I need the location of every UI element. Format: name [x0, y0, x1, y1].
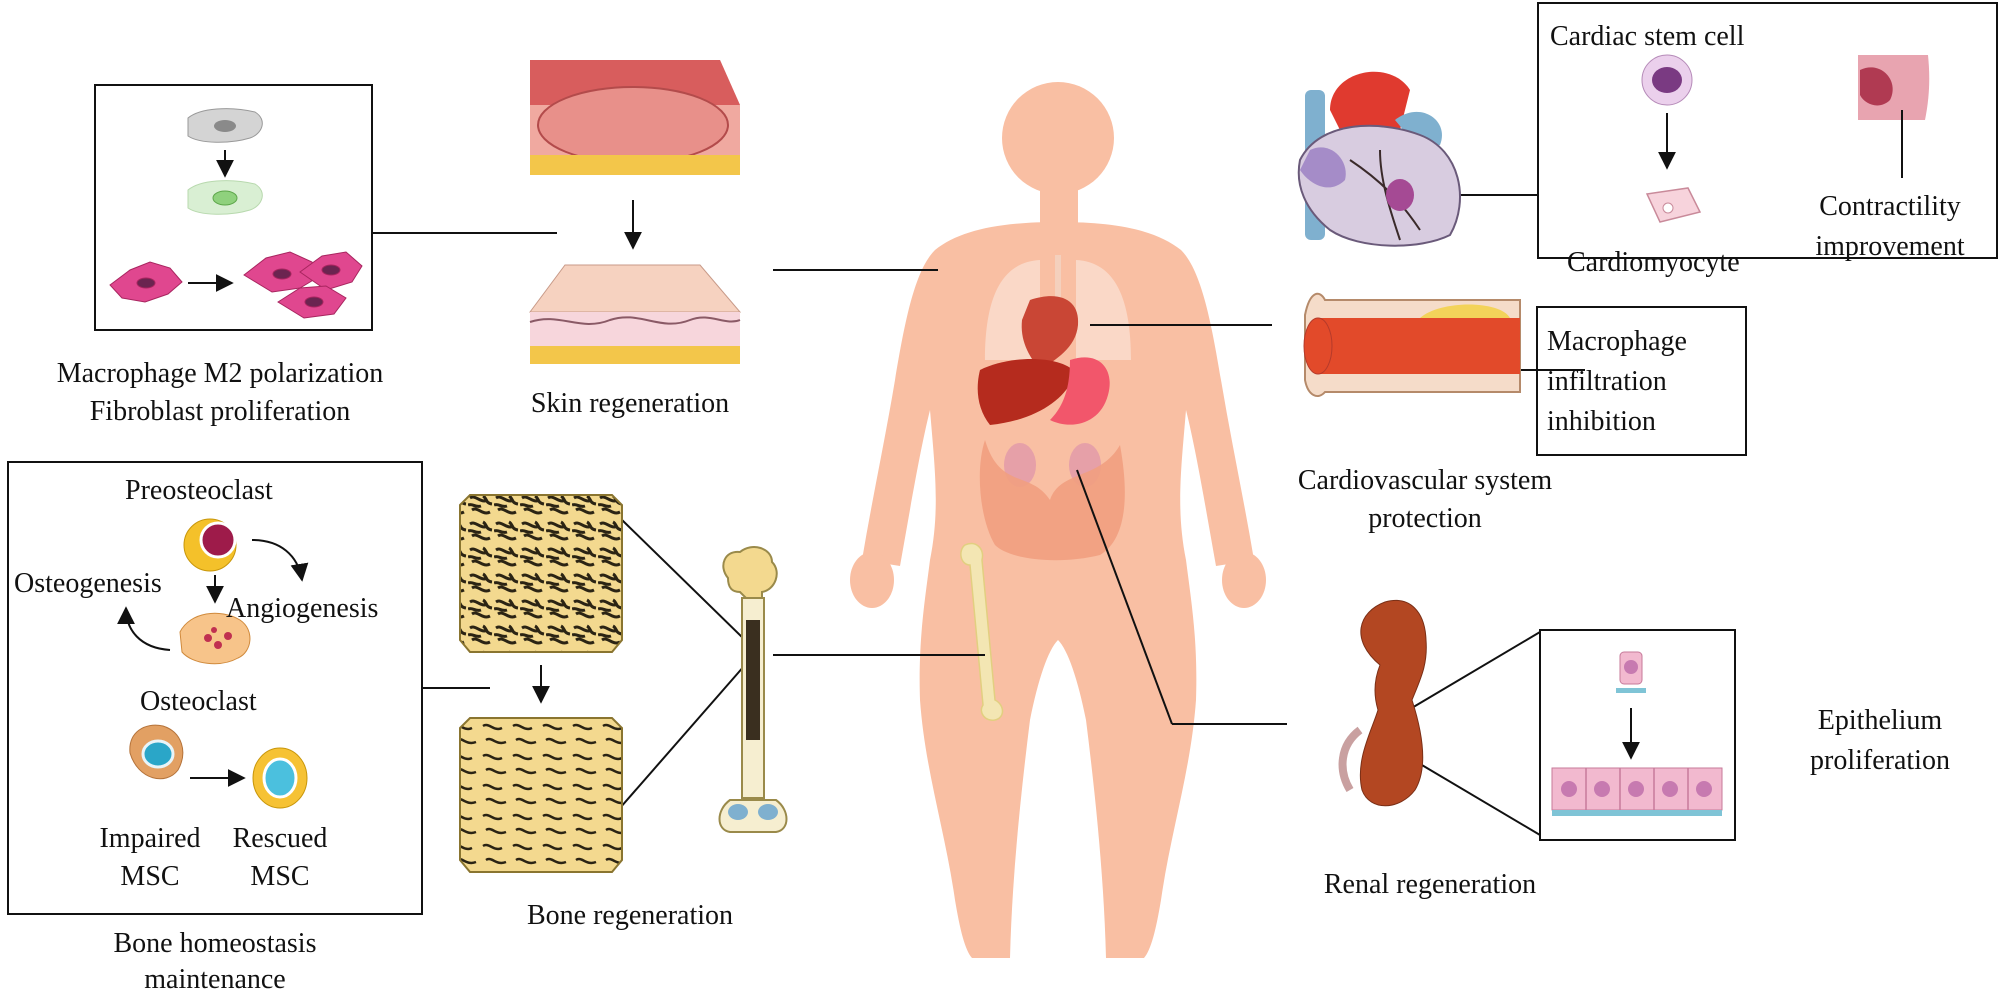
lungs — [985, 260, 1131, 360]
label-fibroblast-proliferation: Fibroblast proliferation — [89, 396, 351, 427]
label-impaired: Impaired — [99, 823, 201, 854]
label-macrophage-infiltration-2: infiltration — [1547, 366, 1667, 397]
label-epithelium-1: Epithelium — [1817, 705, 1943, 736]
label-bone-homeostasis-2: maintenance — [144, 964, 286, 995]
bone-scaffold-before — [459, 494, 623, 653]
connector-lines — [372, 194, 1585, 836]
label-contractility: Contractility — [1819, 191, 1961, 222]
macrophage-cells — [187, 108, 263, 215]
epithelium-panel — [1539, 629, 1736, 841]
label-cardiovascular-1: Cardiovascular system — [1297, 465, 1553, 496]
artery-illustration — [1303, 292, 1521, 397]
human-body — [850, 82, 1266, 958]
label-osteogenesis: Osteogenesis — [14, 568, 162, 599]
preosteoclast-cell — [183, 518, 237, 572]
label-cardiac-stem-cell: Cardiac stem cell — [1550, 21, 1745, 52]
label-macrophage-m2: Macrophage M2 polarization — [56, 358, 384, 389]
label-bone-regeneration: Bone regeneration — [526, 900, 734, 931]
body-torso — [862, 222, 1254, 958]
label-macrophage-infiltration-3: inhibition — [1547, 406, 1656, 437]
rescued-msc-cell — [252, 747, 308, 809]
body-neck — [1040, 186, 1078, 226]
label-preosteoclast: Preosteoclast — [125, 475, 273, 506]
macrophage-infiltration-panel — [1536, 306, 1747, 456]
kidney-illustration — [1338, 600, 1427, 807]
label-angiogenesis: Angiogenesis — [226, 593, 379, 624]
label-cardiovascular-2: protection — [1368, 503, 1482, 534]
epithelial-monolayer — [1551, 767, 1723, 816]
label-epithelium-2: proliferation — [1810, 745, 1950, 776]
organ-stomach — [1050, 357, 1110, 425]
heart-illustration — [1297, 71, 1461, 247]
bone-scaffold-after — [459, 717, 623, 873]
organ-heart — [1021, 296, 1079, 370]
heart-wall-detail — [1858, 55, 1930, 178]
organ-liver — [977, 358, 1075, 425]
body-right-hand — [1222, 552, 1266, 608]
label-osteoclast: Osteoclast — [140, 686, 257, 717]
osteoclast-cell — [179, 612, 251, 665]
body-left-hand — [850, 552, 894, 608]
label-macrophage-infiltration-1: Macrophage — [1547, 326, 1687, 357]
label-skin-regeneration: Skin regeneration — [530, 388, 730, 419]
label-rescued-msc: MSC — [250, 861, 310, 892]
label-renal-regeneration: Renal regeneration — [1323, 869, 1537, 900]
impaired-msc-cell — [129, 724, 184, 780]
label-bone-homeostasis-1: Bone homeostasis — [113, 928, 317, 959]
organ-intestines — [979, 440, 1125, 561]
cardiac-panel — [1537, 2, 1998, 259]
label-rescued: Rescued — [232, 823, 328, 854]
body-femur — [960, 542, 1004, 721]
fibroblast-panel — [94, 84, 373, 331]
skin-healed-section — [529, 264, 742, 364]
label-improvement: improvement — [1815, 231, 1965, 262]
femur-illustration — [718, 546, 788, 833]
cardiac-stem-cell — [1641, 54, 1693, 106]
fibroblast-cells — [109, 251, 363, 319]
single-epithelial-cell — [1616, 651, 1646, 693]
skin-wound-section — [530, 60, 740, 175]
cardiomyocyte-cell — [1645, 187, 1702, 223]
body-head — [1002, 82, 1114, 194]
bone-homeostasis-panel — [7, 461, 423, 915]
label-cardiomyocyte: Cardiomyocyte — [1567, 247, 1740, 278]
label-impaired-msc: MSC — [120, 861, 180, 892]
